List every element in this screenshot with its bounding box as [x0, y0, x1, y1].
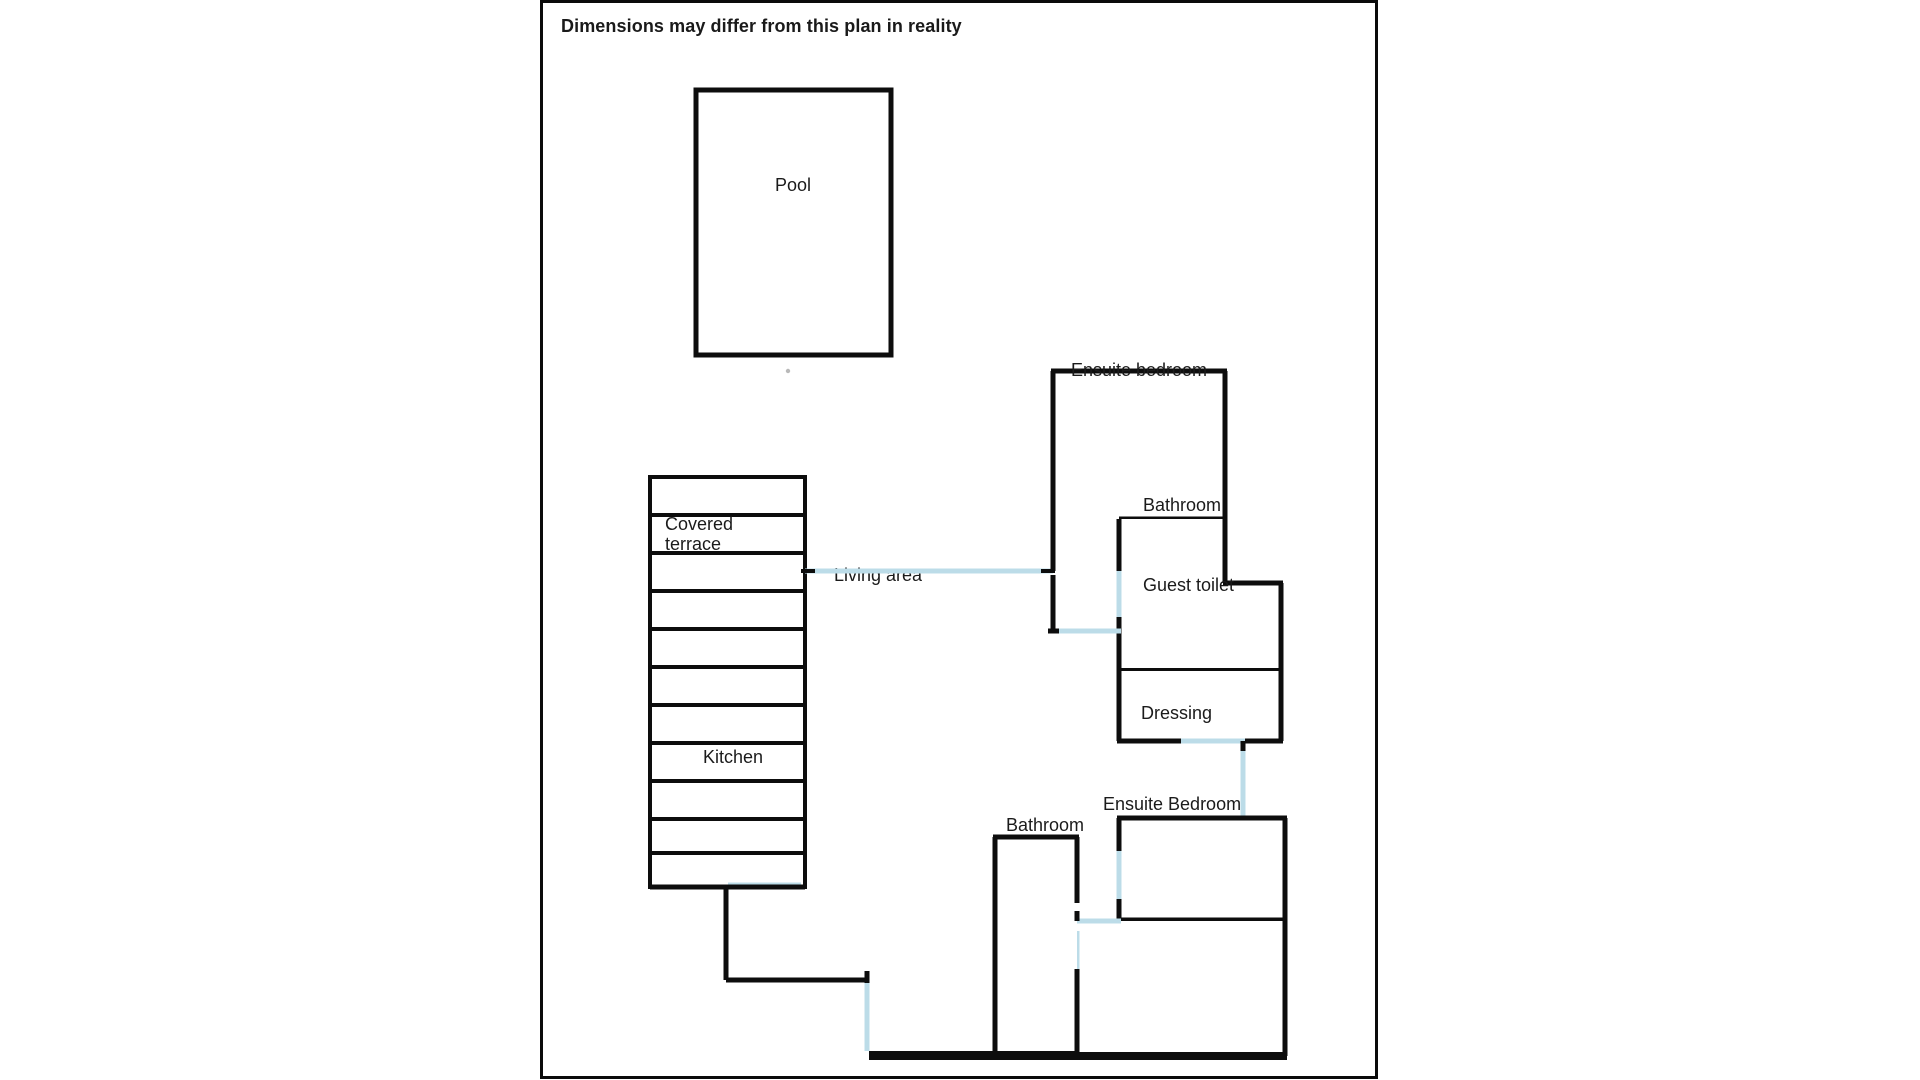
room-bathroom-upper: Bathroom: [1116, 495, 1284, 672]
room-label-bathroom-lower: Bathroom: [1006, 815, 1084, 835]
room-label-ensuite-bedroom-lower: Ensuite Bedroom: [1103, 794, 1241, 814]
room-label-ensuite-bedroom-upper: Ensuite bedroom: [1071, 360, 1207, 380]
stray-dot-marker: [785, 368, 791, 374]
room-dressing: Dressing: [1116, 703, 1288, 923]
plan-disclaimer-note: Dimensions may differ from this plan in …: [561, 16, 962, 36]
room-covered-terrace: Covered terrace: [648, 475, 807, 889]
room-bathroom-lower: Bathroom: [992, 815, 1084, 1056]
room-label-dressing: Dressing: [1141, 703, 1212, 723]
room-living-area: Living area: [834, 565, 923, 585]
room-kitchen: Kitchen: [650, 747, 870, 983]
room-label-kitchen: Kitchen: [703, 747, 763, 767]
room-label-pool: Pool: [775, 175, 811, 195]
room-label-living-area: Living area: [834, 565, 923, 585]
floor-plan-drawing: Pool Covered terrace: [648, 87, 1288, 1060]
room-label-covered-terrace-line1: Covered: [665, 514, 733, 534]
floor-plan-sheet: Dimensions may differ from this plan in …: [540, 0, 1378, 1079]
room-ensuite-bedroom-upper: Ensuite bedroom: [1050, 360, 1228, 633]
room-label-guest-toilet: Guest toilet: [1143, 575, 1234, 595]
room-label-covered-terrace-line2: terrace: [665, 534, 721, 554]
room-guest-toilet: Guest toilet: [1116, 575, 1284, 744]
room-pool: Pool: [693, 87, 894, 358]
room-label-bathroom-upper: Bathroom: [1143, 495, 1221, 515]
